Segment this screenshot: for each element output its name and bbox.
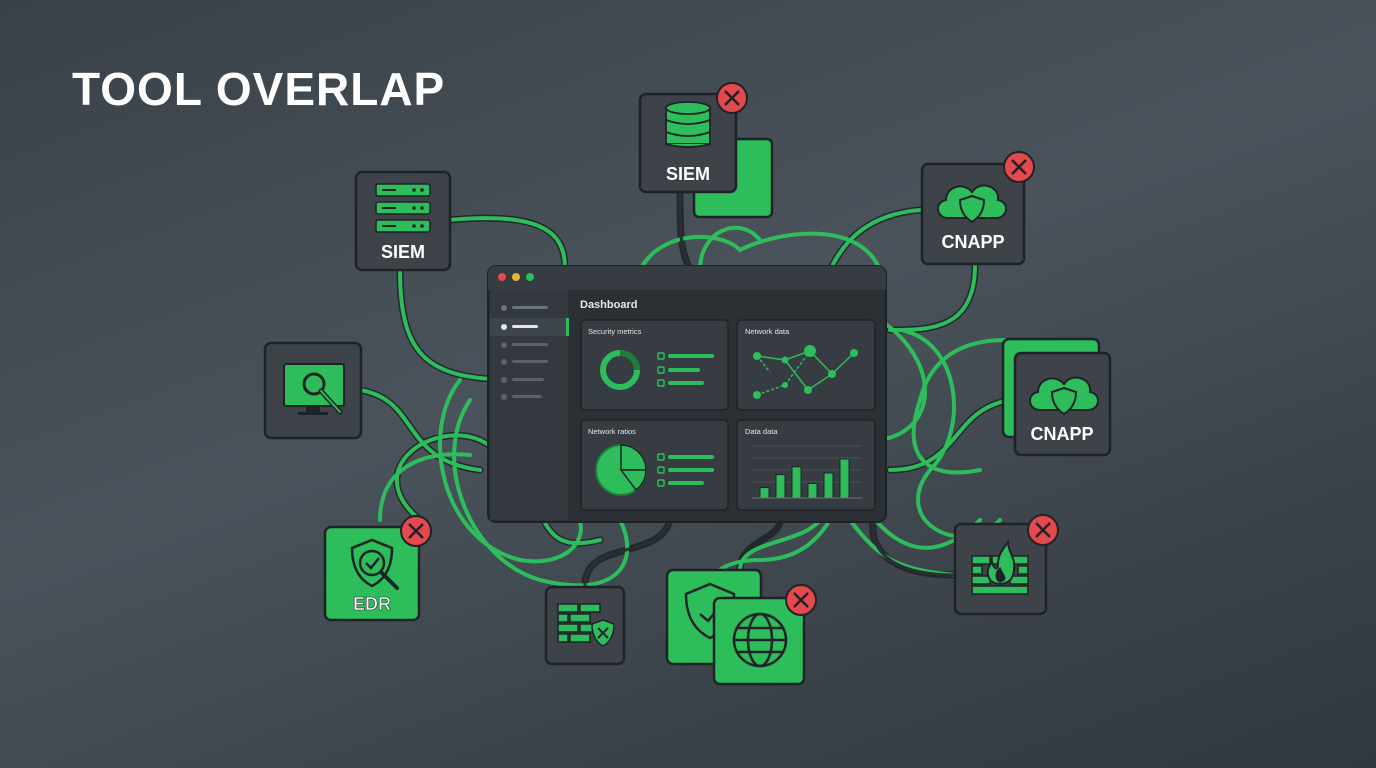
panel-network-data: Network data	[736, 319, 876, 411]
x-circle-icon[interactable]	[785, 584, 817, 616]
panel-title: Security metrics	[588, 327, 642, 336]
panel-data-data: Data data	[736, 419, 876, 511]
page-title: TOOL OVERLAP	[72, 63, 446, 115]
monitor-search-icon	[283, 363, 345, 415]
tool-label: EDR	[353, 594, 391, 614]
server-rack-icon	[375, 183, 431, 233]
panel-security-metrics: Security metrics	[580, 319, 729, 411]
x-circle-icon[interactable]	[716, 82, 748, 114]
tool-label: SIEM	[381, 242, 425, 262]
dashboard-sidebar	[490, 290, 569, 520]
globe-icon	[732, 612, 788, 668]
firewall-fire-icon	[971, 538, 1029, 595]
tool-cnapp-right[interactable]: CNAPP	[1001, 337, 1112, 457]
pie-chart	[595, 444, 647, 496]
dashboard-heading: Dashboard	[580, 299, 637, 311]
panel-title: Data data	[745, 427, 778, 436]
x-circle-icon[interactable]	[1003, 151, 1035, 183]
x-circle-icon[interactable]	[400, 515, 432, 547]
panel-title: Network data	[745, 327, 790, 336]
tool-firewall[interactable]	[544, 585, 626, 666]
window-close-dot[interactable]	[498, 273, 506, 281]
tool-edr[interactable]: EDR	[323, 515, 432, 622]
database-icon	[665, 101, 711, 148]
tool-monitor-search[interactable]	[263, 341, 363, 440]
panel-title: Network ratios	[588, 427, 636, 436]
tool-siem-server[interactable]: SIEM	[354, 170, 452, 272]
bar-6	[839, 458, 850, 499]
bar-1	[759, 487, 770, 499]
x-circle-icon[interactable]	[1027, 514, 1059, 546]
bar-2	[775, 474, 786, 499]
window-minimize-dot[interactable]	[512, 273, 520, 281]
shield-check-search-icon	[350, 538, 399, 590]
window-maximize-dot[interactable]	[526, 273, 534, 281]
tool-label: CNAPP	[1030, 424, 1093, 444]
panel-network-ratios: Network ratios	[580, 419, 729, 511]
tool-firewall-fire[interactable]	[953, 514, 1059, 616]
tool-shield-globe[interactable]	[665, 568, 817, 686]
tool-label: SIEM	[666, 164, 710, 184]
tool-label: CNAPP	[941, 232, 1004, 252]
tool-cnapp-top[interactable]: CNAPP	[920, 151, 1035, 266]
bar-4	[807, 482, 818, 499]
cloud-shield-icon	[1029, 376, 1099, 416]
dashboard-window: Dashboard Security metrics Network data	[487, 265, 887, 523]
bar-5	[823, 472, 834, 499]
bar-3	[791, 466, 802, 499]
cloud-shield-icon	[937, 184, 1007, 224]
tool-siem-database[interactable]: SIEM	[638, 82, 774, 219]
firewall-shield-icon	[557, 603, 615, 647]
